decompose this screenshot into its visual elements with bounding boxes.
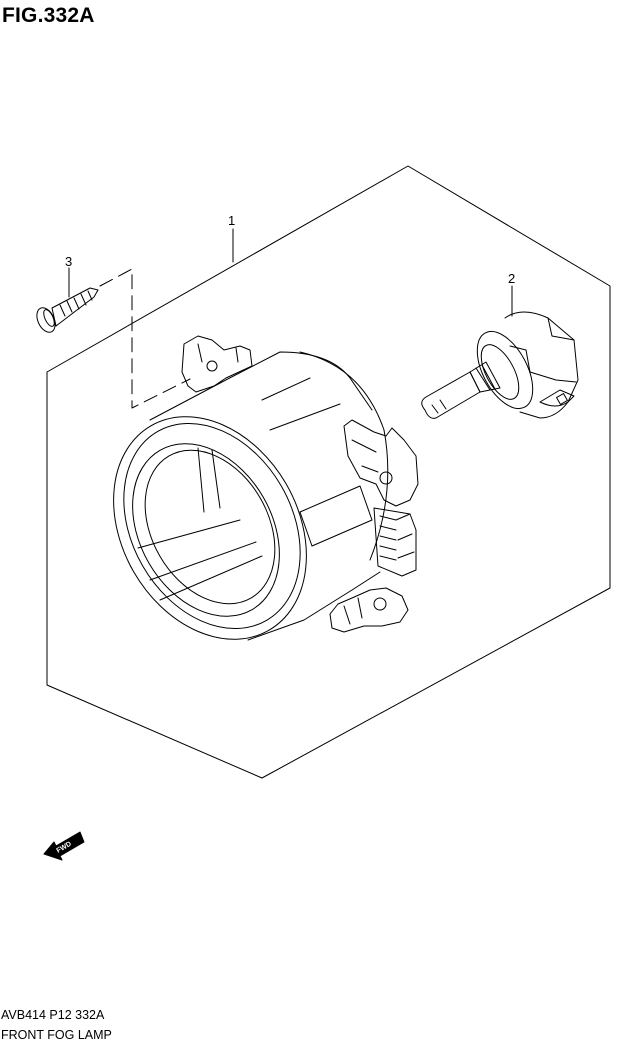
callout-3: 3 [65, 254, 72, 269]
bulb-part-2 [421, 311, 579, 419]
footer-part-name: FRONT FOG LAMP [1, 1028, 112, 1042]
footer-diagram-code: AVB414 P12 332A [1, 1008, 105, 1022]
figure-title: FIG.332A [2, 4, 95, 27]
fwd-arrow-icon: FWD [43, 831, 85, 861]
assembly-boundary-box [46, 165, 611, 779]
fog-lamp-housing-part-1 [113, 335, 419, 641]
callout-1: 1 [228, 213, 235, 228]
screw-guide-line [99, 268, 191, 409]
callout-2: 2 [508, 271, 515, 286]
screw-part-3 [36, 287, 99, 333]
